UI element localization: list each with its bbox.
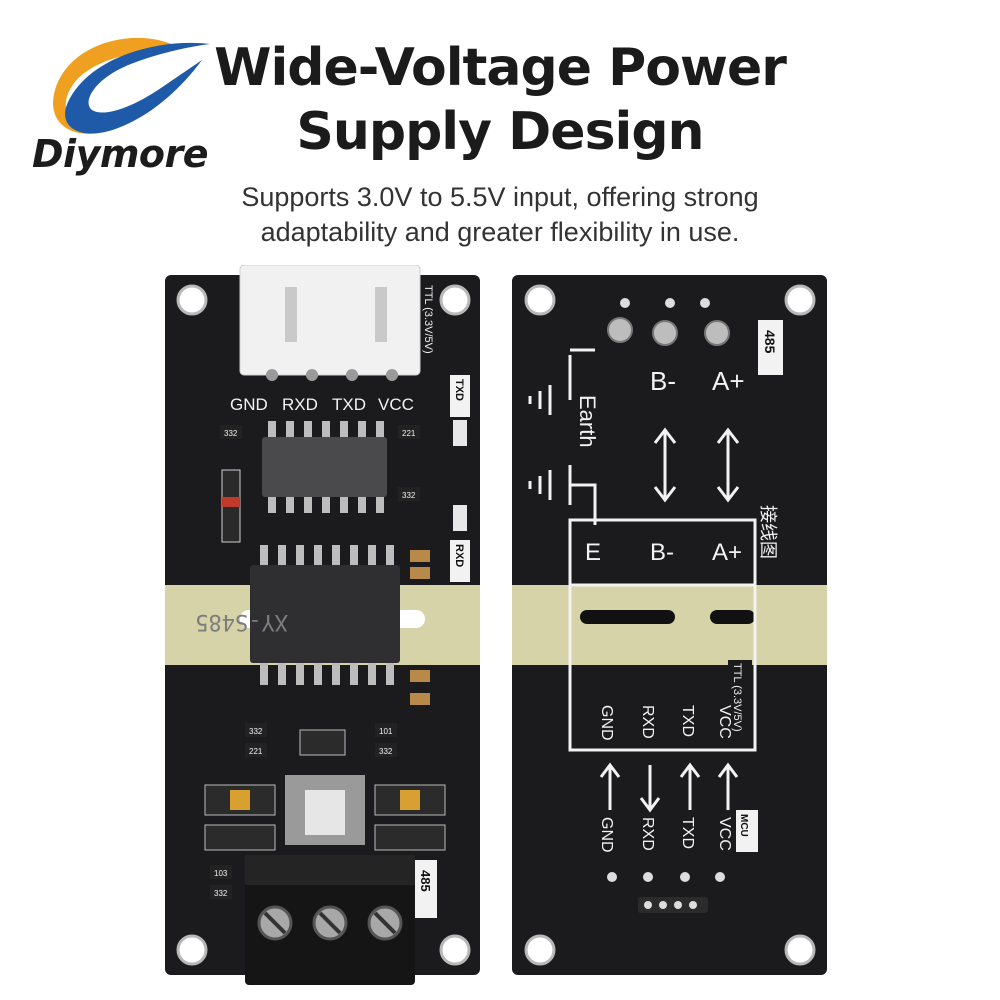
front-txd-tag: TXD bbox=[453, 379, 465, 401]
front-resistor-1: 332 bbox=[224, 429, 238, 438]
back-ttl-pin-rxd: RXD bbox=[639, 705, 656, 739]
back-box-e-label: E bbox=[585, 539, 601, 566]
double-arrow-icon bbox=[653, 427, 740, 503]
front-pin-rxd: RXD bbox=[282, 395, 318, 414]
front-resistor-7: 332 bbox=[379, 747, 393, 756]
headline: Wide-Voltage Power Supply Design bbox=[200, 36, 800, 164]
arrow-up-icon bbox=[599, 762, 621, 810]
module-photo: TTL (3.3V/5V) GND RXD TXD VCC TXD RXD 33… bbox=[165, 265, 827, 985]
back-mcu-pin-vcc: VCC bbox=[716, 817, 733, 851]
back-mcu-pin-txd: TXD bbox=[679, 817, 696, 849]
back-mcu-pin-gnd: GND bbox=[598, 817, 615, 853]
front-terminal-tag: 485 bbox=[418, 870, 433, 892]
arrow-up-icon bbox=[717, 762, 739, 810]
back-ttl-pin-txd: TXD bbox=[679, 705, 696, 737]
back-earth-label: Earth bbox=[575, 395, 600, 448]
brand-logo-swoosh-icon bbox=[53, 37, 210, 134]
back-wiring-label: 接线图 bbox=[757, 505, 778, 559]
back-ttl-pin-vcc: VCC bbox=[716, 705, 733, 739]
front-pin-vcc: VCC bbox=[378, 395, 414, 414]
front-resistor-5: 101 bbox=[379, 727, 393, 736]
headline-line-2: Supply Design bbox=[296, 102, 704, 162]
back-board: 485 B- A+ Earth 接线图 E B- A+ TTL (3.3V/5V… bbox=[512, 275, 827, 975]
front-resistor-4: 332 bbox=[249, 727, 263, 736]
front-pin-gnd: GND bbox=[230, 395, 268, 414]
headline-line-1: Wide-Voltage Power bbox=[214, 38, 787, 98]
arrow-up-icon bbox=[679, 762, 701, 810]
back-box-b-label: B- bbox=[650, 539, 674, 566]
back-mcu-pin-rxd: RXD bbox=[639, 817, 656, 851]
front-resistor-6: 221 bbox=[249, 747, 263, 756]
description-line-1: Supports 3.0V to 5.5V input, offering st… bbox=[241, 182, 759, 212]
front-board: TTL (3.3V/5V) GND RXD TXD VCC TXD RXD 33… bbox=[165, 265, 480, 985]
back-ttl-tag: TTL (3.3V/5V) bbox=[731, 663, 743, 732]
front-resistor-8: 103 bbox=[214, 869, 228, 878]
back-top-a-label: A+ bbox=[712, 366, 745, 396]
back-ttl-pin-gnd: GND bbox=[598, 705, 615, 741]
earth-ground-icon bbox=[528, 348, 597, 525]
arrow-down-icon bbox=[639, 765, 661, 813]
front-resistor-2: 221 bbox=[402, 429, 416, 438]
front-ttl-tag: TTL (3.3V/5V) bbox=[422, 285, 434, 354]
description: Supports 3.0V to 5.5V input, offering st… bbox=[200, 180, 800, 250]
brand-name: Diymore bbox=[32, 132, 209, 176]
front-resistor-9: 332 bbox=[214, 889, 228, 898]
front-chip-marking: XY-S485 bbox=[195, 609, 288, 634]
back-mcu-tag: MCU bbox=[738, 814, 749, 837]
front-resistor-3: 332 bbox=[402, 491, 416, 500]
front-pin-txd: TXD bbox=[332, 395, 366, 414]
front-rxd-tag: RXD bbox=[453, 544, 465, 567]
description-line-2: adaptability and greater flexibility in … bbox=[260, 217, 740, 247]
back-box-a-label: A+ bbox=[712, 539, 742, 566]
back-485-tag: 485 bbox=[762, 330, 778, 354]
back-top-b-label: B- bbox=[650, 366, 676, 396]
